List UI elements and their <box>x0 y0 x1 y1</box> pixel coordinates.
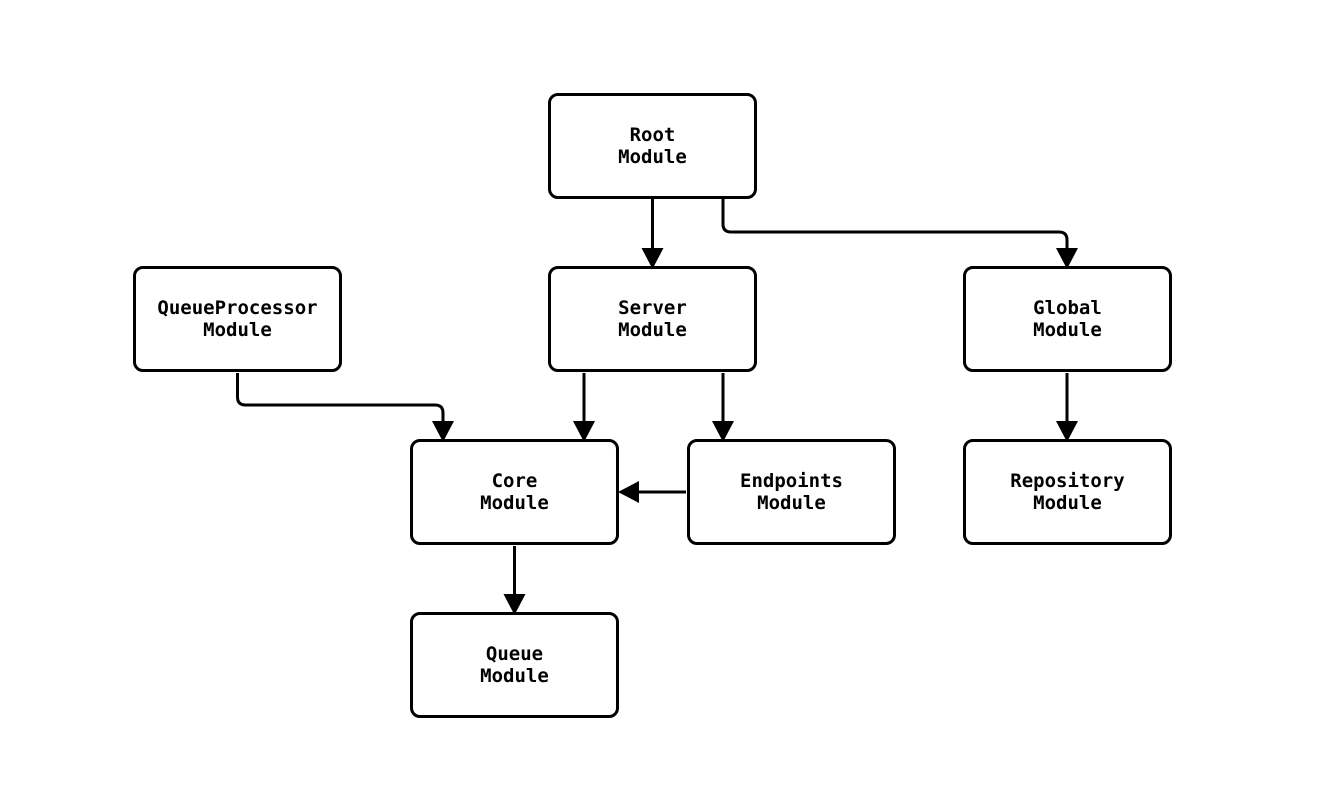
arrowhead-down-icon <box>641 248 664 269</box>
arrowhead-down-icon <box>712 421 734 442</box>
node-endpoints-module: Endpoints Module <box>687 439 896 545</box>
node-label: Core Module <box>480 470 549 514</box>
arrowhead-down-icon <box>573 421 595 442</box>
edge-root-to-server <box>641 199 664 269</box>
edge-endpoints-to-core <box>618 481 686 503</box>
edge-server-to-endpoints <box>712 373 734 442</box>
arrowhead-down-icon <box>432 421 454 442</box>
node-root-module: Root Module <box>548 93 757 199</box>
node-label: Queue Module <box>480 643 549 687</box>
node-label: Repository Module <box>1010 470 1125 514</box>
arrowhead-down-icon <box>1056 421 1078 442</box>
node-queue-module: Queue Module <box>410 612 619 718</box>
node-queueprocessor-module: QueueProcessor Module <box>133 266 342 372</box>
edge-core-to-queue <box>503 546 526 615</box>
node-global-module: Global Module <box>963 266 1172 372</box>
node-server-module: Server Module <box>548 266 757 372</box>
arrowhead-left-icon <box>618 481 639 503</box>
edge-global-to-repository <box>1056 373 1078 442</box>
node-core-module: Core Module <box>410 439 619 545</box>
arrowhead-down-icon <box>503 594 526 615</box>
node-label: Endpoints Module <box>740 470 843 514</box>
edge-root-to-global <box>721 199 1078 269</box>
arrowhead-down-icon <box>1056 248 1078 269</box>
node-label: Global Module <box>1033 297 1102 341</box>
node-repository-module: Repository Module <box>963 439 1172 545</box>
node-label: QueueProcessor Module <box>157 297 318 341</box>
node-label: Root Module <box>618 124 687 168</box>
edge-server-to-core <box>573 373 595 442</box>
node-label: Server Module <box>618 297 687 341</box>
edge-queueprocessor-to-core <box>236 373 454 442</box>
